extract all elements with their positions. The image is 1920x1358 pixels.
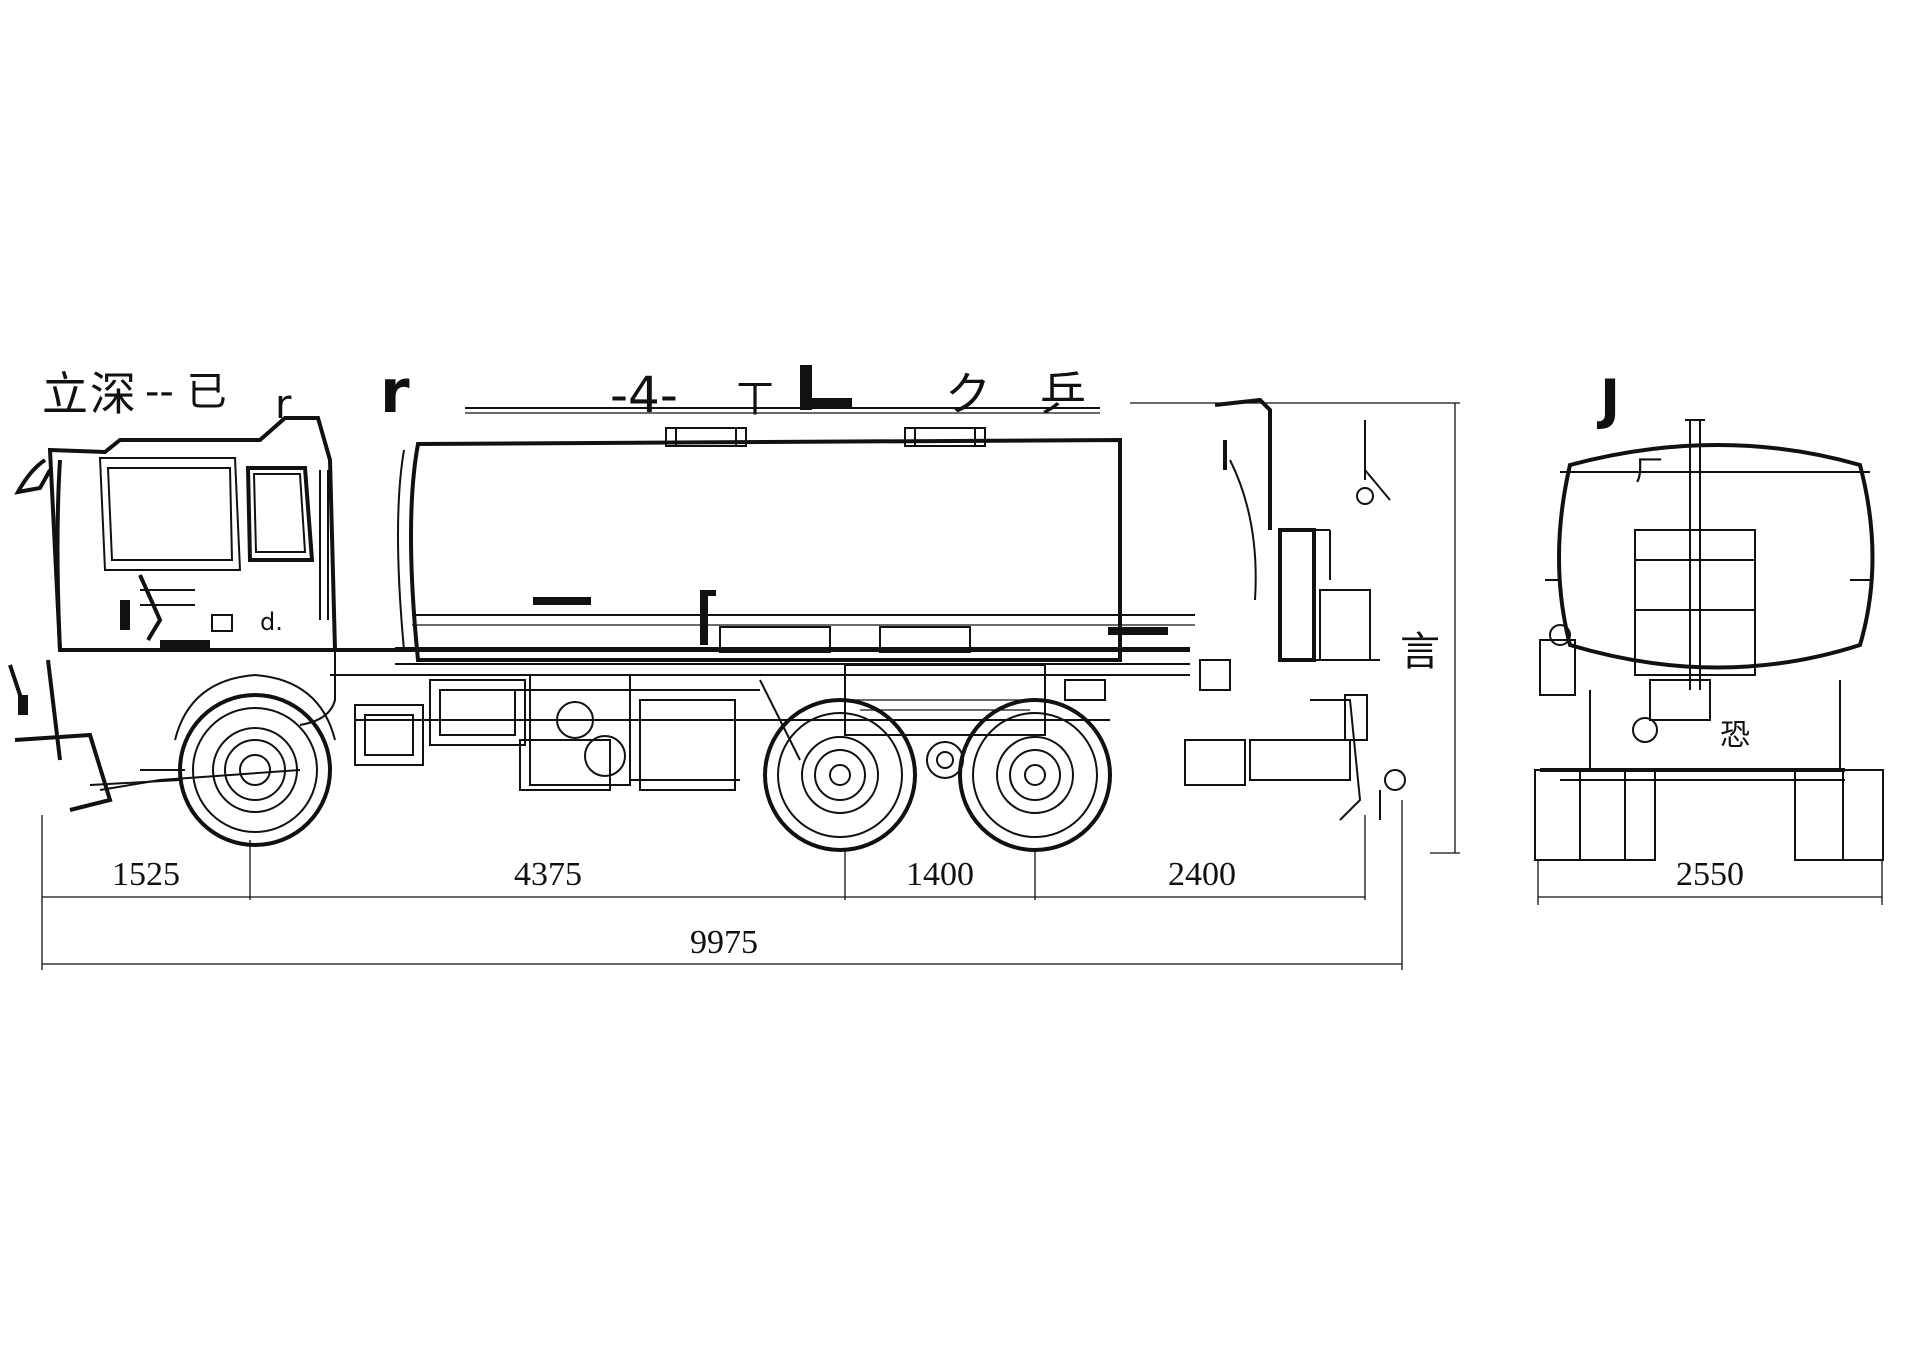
artifact-glyph: 乒 bbox=[1040, 367, 1086, 421]
artifact-glyph: 言 bbox=[1400, 629, 1440, 675]
artifact-block bbox=[812, 398, 852, 408]
dim-rear-overhang: 2400 bbox=[1168, 856, 1236, 893]
dim-wheelbase: 4375 bbox=[514, 856, 582, 893]
height-dimension bbox=[1130, 402, 1460, 854]
dim-tandem-spacing: 1400 bbox=[906, 856, 974, 893]
rear-wheel-2 bbox=[958, 698, 1112, 852]
front-wheel bbox=[174, 673, 336, 847]
glyph-artifacts: 立 深 -- 已 r r -4- ㄒ ク 乒 d. 言 bbox=[42, 357, 1440, 675]
dim-overall-width: 2550 bbox=[1676, 856, 1744, 893]
rear-view: J 恐 厂 bbox=[1534, 368, 1884, 861]
artifact-glyph: r bbox=[275, 382, 292, 428]
rear-wheel-1 bbox=[763, 698, 917, 852]
artifact-glyph: r bbox=[380, 357, 410, 427]
dim-front-overhang: 1525 bbox=[112, 856, 180, 893]
artifact-glyph: 恐 bbox=[1720, 718, 1750, 753]
artifact-glyph: 厂 bbox=[1635, 454, 1663, 487]
side-view: 立 深 -- 已 r r -4- ㄒ ク 乒 d. 言 bbox=[8, 357, 1440, 852]
artifact-glyph: -4- bbox=[610, 366, 678, 424]
artifact-glyph: ㄒ bbox=[735, 376, 775, 422]
chassis bbox=[89, 648, 1190, 791]
dim-overall-length: 9975 bbox=[690, 924, 758, 961]
artifact-glyph: ク bbox=[945, 367, 991, 421]
artifact-glyph: 立 bbox=[42, 367, 88, 421]
artifact-block bbox=[800, 365, 812, 410]
artifact-glyph: J bbox=[1596, 368, 1620, 431]
side-dimensions: 1525 4375 1400 2400 9975 bbox=[41, 800, 1403, 970]
cab bbox=[8, 416, 338, 812]
rear-equipment bbox=[1184, 397, 1406, 821]
artifact-glyph: d. bbox=[260, 608, 283, 636]
artifact-glyph: -- 已 bbox=[145, 369, 227, 415]
tank-body bbox=[395, 407, 1195, 665]
artifact-glyph: 深 bbox=[90, 367, 136, 421]
artifact-stroke bbox=[138, 574, 163, 642]
rear-dimensions: 2550 bbox=[1537, 856, 1883, 905]
